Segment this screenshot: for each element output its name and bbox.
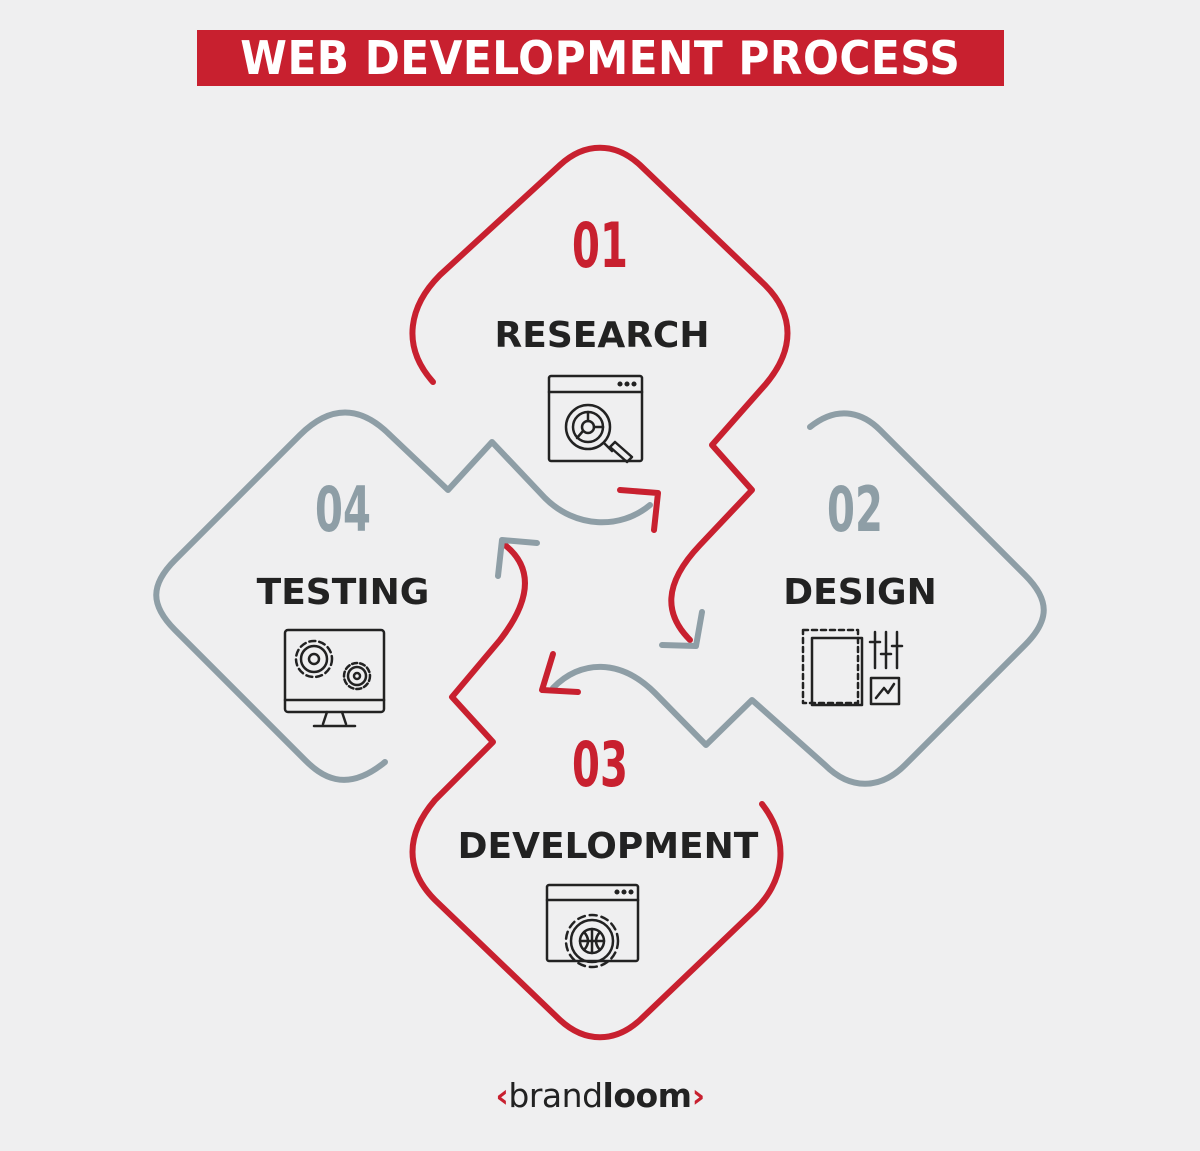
chevron-left-icon: ‹ (495, 1076, 509, 1115)
arrowhead-development (495, 537, 540, 579)
brand-name-bold: loom (602, 1076, 693, 1115)
research-loop (409, 144, 791, 643)
step-label-design: DESIGN (783, 572, 936, 613)
page-title: WEB DEVELOPMENT PROCESS (240, 31, 961, 85)
brand-name-light: brand (508, 1076, 603, 1115)
step-number-03: 03 (572, 729, 628, 801)
monitor-gears-icon (283, 628, 386, 728)
design-loop (550, 410, 1047, 787)
layout-sliders-icon (801, 628, 904, 707)
step-label-testing: TESTING (257, 572, 430, 613)
step-number-04: 04 (315, 474, 371, 546)
title-banner: WEB DEVELOPMENT PROCESS (197, 30, 1004, 86)
testing-loop (153, 409, 653, 783)
chevron-right-icon: › (691, 1076, 706, 1115)
step-number-01: 01 (572, 210, 628, 282)
arrowhead-research (659, 609, 705, 649)
step-label-development: DEVELOPMENT (458, 826, 759, 867)
development-loop (409, 542, 784, 1041)
step-label-research: RESEARCH (495, 315, 710, 356)
browser-gear-icon (545, 883, 640, 969)
step-number-02: 02 (827, 474, 883, 546)
brand-logo: ‹brandloom› (0, 1076, 1200, 1115)
arrowhead-design (539, 651, 581, 695)
arrowhead-testing (617, 487, 661, 533)
browser-magnifier-chart-icon (547, 374, 644, 464)
